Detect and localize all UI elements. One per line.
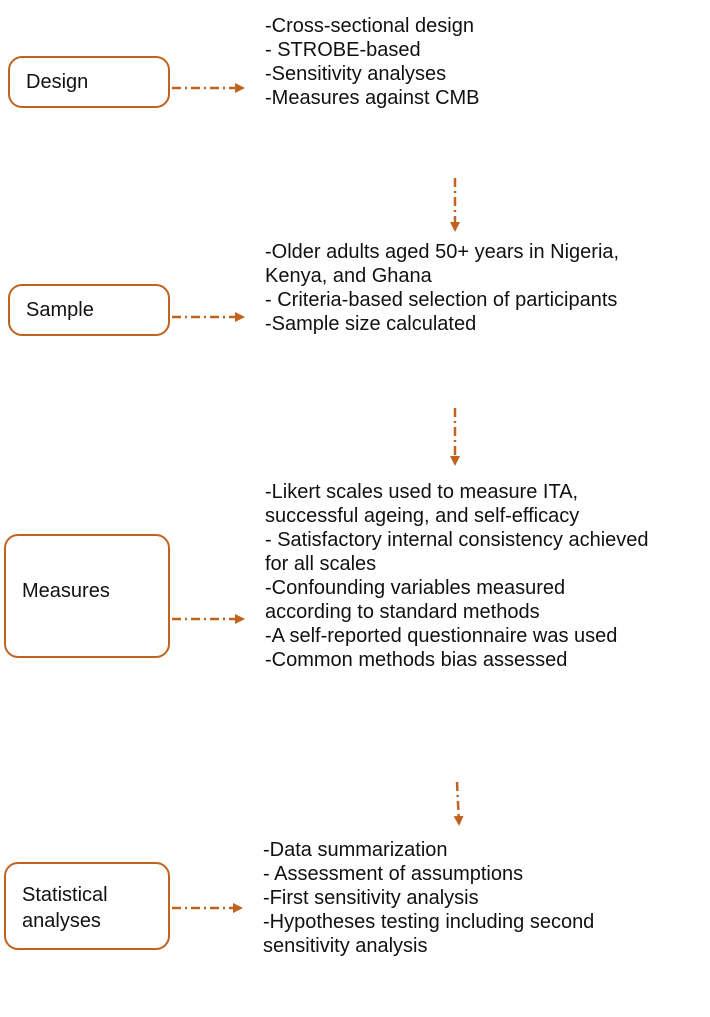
statistical-analyses-detail-line: - Assessment of assumptions [263, 863, 524, 885]
statistical-analyses-detail-line: -First sensitivity analysis [263, 887, 479, 909]
measures-detail-box: -Likert scales used to measure ITA, succ… [245, 466, 701, 782]
sample-detail-line: Kenya, and Ghana [265, 265, 432, 287]
sample-label-box: Sample [8, 284, 170, 336]
design-detail-box: -Cross-sectional design - STROBE-based -… [245, 0, 701, 178]
measures-detail-line: -Common methods bias assessed [265, 649, 568, 671]
measures-detail-line: according to standard methods [265, 601, 540, 623]
measures-detail-line: -Confounding variables measured [265, 577, 566, 599]
design-detail-line: -Cross-sectional design [265, 15, 474, 37]
statistical-analyses-detail-line: -Data summarization [263, 839, 448, 861]
measures-detail-line: for all scales [265, 553, 377, 575]
measures-label-box: Measures [4, 534, 170, 658]
design-label-box: Design [8, 56, 170, 108]
sample-detail-line: -Older adults aged 50+ years in Nigeria, [265, 241, 620, 263]
measures-to-statistical-analyses-arrow [453, 781, 464, 826]
measures-detail-line: -Likert scales used to measure ITA, [265, 481, 579, 503]
sample-detail-line: -Sample size calculated [265, 313, 477, 335]
statistical-analyses-label: Statistical analyses [22, 884, 108, 932]
sample-label: Sample [26, 299, 94, 321]
statistical-analyses-detail-line: sensitivity analysis [263, 935, 428, 957]
sample-detail-box: -Older adults aged 50+ years in Nigeria,… [245, 232, 701, 408]
design-label: Design [26, 71, 89, 93]
measures-label: Measures [22, 580, 110, 602]
sample-detail-line: - Criteria-based selection of participan… [265, 289, 618, 311]
design-detail-line: -Sensitivity analyses [265, 63, 447, 85]
statistical-analyses-detail-line: -Hypotheses testing including second [263, 911, 595, 933]
statistical-analyses-label-box: Statistical analyses [4, 862, 170, 950]
measures-detail-line: -A self-reported questionnaire was used [265, 625, 618, 647]
measures-detail-line: - Satisfactory internal consistency achi… [265, 529, 649, 551]
design-detail-line: - STROBE-based [265, 39, 421, 61]
measures-detail-line: successful ageing, and self-efficacy [265, 505, 580, 527]
design-detail-line: -Measures against CMB [265, 87, 480, 109]
statistical-analyses-detail-box: -Data summarization - Assessment of assu… [243, 826, 703, 1014]
